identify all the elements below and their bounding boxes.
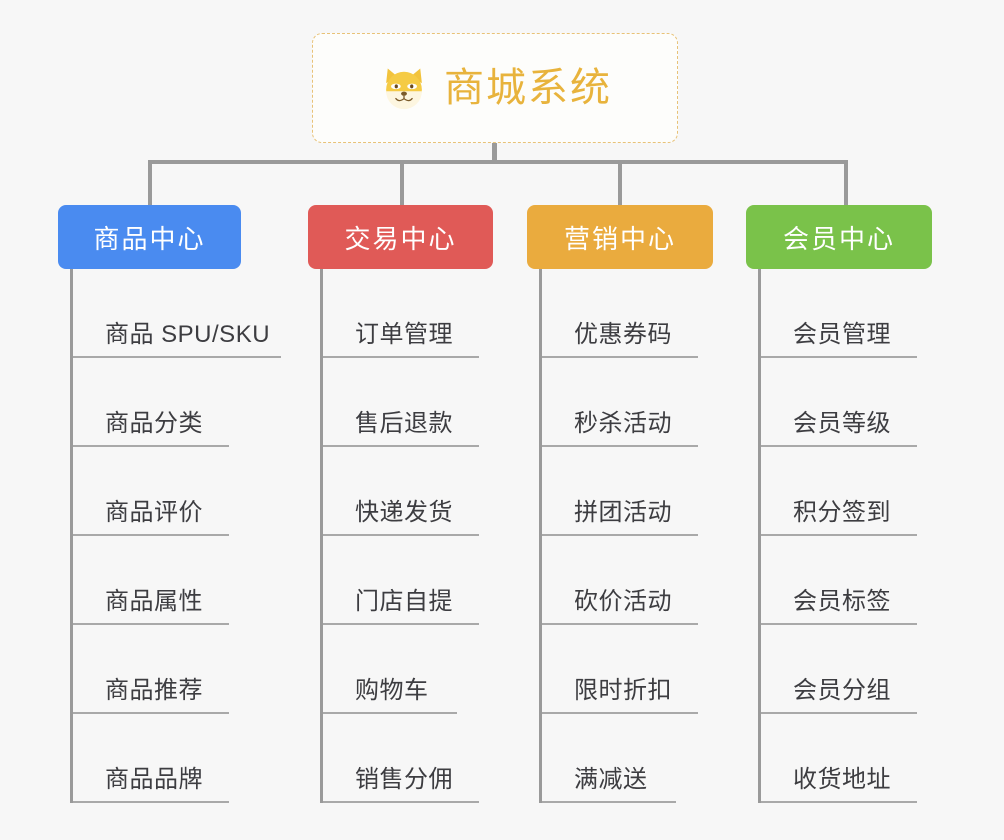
list-item[interactable]: 快递发货 — [323, 447, 528, 536]
leaf-underline — [73, 445, 229, 447]
leaf-list-3: 优惠券码 秒杀活动 拼团活动 砍价活动 限时折扣 满减送 — [539, 269, 747, 803]
leaf-label: 会员分组 — [793, 677, 891, 704]
leaf-label: 商品 SPU/SKU — [105, 321, 271, 348]
leaf-label: 积分签到 — [793, 499, 891, 526]
leaf-underline — [542, 623, 698, 625]
list-item[interactable]: 订单管理 — [323, 269, 528, 358]
connector-drop-3 — [618, 160, 622, 208]
leaf-label: 会员等级 — [793, 410, 891, 437]
leaf-underline — [761, 534, 917, 536]
leaf-label: 商品属性 — [105, 588, 203, 615]
list-item[interactable]: 秒杀活动 — [542, 358, 747, 447]
leaf-underline — [761, 356, 917, 358]
leaf-underline — [73, 623, 229, 625]
leaf-label: 售后退款 — [355, 410, 453, 437]
leaf-label: 商品分类 — [105, 410, 203, 437]
list-item[interactable]: 满减送 — [542, 714, 747, 803]
leaf-underline — [323, 445, 479, 447]
branch-column-3: 营销中心 优惠券码 秒杀活动 拼团活动 砍价活动 限时折扣 — [527, 205, 747, 803]
connector-horizontal-bar — [148, 160, 848, 164]
list-item[interactable]: 商品品牌 — [73, 714, 278, 803]
leaf-label: 商品评价 — [105, 499, 203, 526]
leaf-list-2: 订单管理 售后退款 快递发货 门店自提 购物车 销售分佣 — [320, 269, 528, 803]
leaf-label: 门店自提 — [355, 588, 453, 615]
list-item[interactable]: 售后退款 — [323, 358, 528, 447]
list-item[interactable]: 会员等级 — [761, 358, 966, 447]
list-item[interactable]: 优惠券码 — [542, 269, 747, 358]
leaf-label: 满减送 — [574, 766, 648, 793]
list-item[interactable]: 商品推荐 — [73, 625, 278, 714]
leaf-underline — [323, 356, 479, 358]
list-item[interactable]: 销售分佣 — [323, 714, 528, 803]
leaf-underline — [323, 623, 479, 625]
connector-drop-2 — [400, 160, 404, 208]
leaf-underline — [761, 801, 917, 803]
leaf-underline — [761, 623, 917, 625]
list-item[interactable]: 限时折扣 — [542, 625, 747, 714]
leaf-underline — [73, 356, 281, 358]
connector-drop-4 — [844, 160, 848, 208]
list-item[interactable]: 会员标签 — [761, 536, 966, 625]
branch-column-1: 商品中心 商品 SPU/SKU 商品分类 商品评价 商品属性 商品推荐 — [58, 205, 281, 803]
root-node[interactable]: 商城系统 — [312, 33, 678, 143]
leaf-underline — [73, 712, 229, 714]
list-item[interactable]: 商品评价 — [73, 447, 278, 536]
leaf-underline — [542, 356, 698, 358]
leaf-underline — [73, 534, 229, 536]
leaf-label: 销售分佣 — [355, 766, 453, 793]
leaf-label: 会员标签 — [793, 588, 891, 615]
category-header-1[interactable]: 商品中心 — [58, 205, 241, 269]
leaf-label: 拼团活动 — [574, 499, 672, 526]
leaf-label: 商品推荐 — [105, 677, 203, 704]
leaf-underline — [761, 445, 917, 447]
leaf-underline — [73, 801, 229, 803]
list-item[interactable]: 商品 SPU/SKU — [73, 269, 281, 358]
leaf-label: 快递发货 — [355, 499, 453, 526]
leaf-label: 订单管理 — [355, 321, 453, 348]
category-header-2[interactable]: 交易中心 — [308, 205, 493, 269]
list-item[interactable]: 门店自提 — [323, 536, 528, 625]
leaf-underline — [323, 712, 457, 714]
shiba-dog-face-icon — [378, 62, 430, 114]
list-item[interactable]: 收货地址 — [761, 714, 966, 803]
leaf-label: 砍价活动 — [574, 588, 672, 615]
leaf-label: 秒杀活动 — [574, 410, 672, 437]
list-item[interactable]: 商品分类 — [73, 358, 278, 447]
leaf-label: 收货地址 — [793, 766, 891, 793]
leaf-label: 会员管理 — [793, 321, 891, 348]
leaf-label: 限时折扣 — [574, 677, 672, 704]
category-header-3[interactable]: 营销中心 — [527, 205, 713, 269]
branch-column-4: 会员中心 会员管理 会员等级 积分签到 会员标签 会员分组 — [746, 205, 966, 803]
root-title: 商城系统 — [444, 66, 612, 110]
leaf-underline — [542, 445, 698, 447]
list-item[interactable]: 购物车 — [323, 625, 528, 714]
leaf-underline — [323, 801, 479, 803]
list-item[interactable]: 砍价活动 — [542, 536, 747, 625]
leaf-underline — [323, 534, 479, 536]
leaf-label: 优惠券码 — [574, 321, 672, 348]
connector-drop-1 — [148, 160, 152, 208]
list-item[interactable]: 会员分组 — [761, 625, 966, 714]
leaf-underline — [542, 712, 698, 714]
branch-column-2: 交易中心 订单管理 售后退款 快递发货 门店自提 购物车 — [308, 205, 528, 803]
leaf-underline — [542, 534, 698, 536]
leaf-underline — [761, 712, 917, 714]
list-item[interactable]: 会员管理 — [761, 269, 966, 358]
leaf-list-4: 会员管理 会员等级 积分签到 会员标签 会员分组 收货地址 — [758, 269, 966, 803]
leaf-underline — [542, 801, 676, 803]
leaf-label: 商品品牌 — [105, 766, 203, 793]
list-item[interactable]: 商品属性 — [73, 536, 278, 625]
leaf-label: 购物车 — [355, 677, 429, 704]
leaf-list-1: 商品 SPU/SKU 商品分类 商品评价 商品属性 商品推荐 商品品牌 — [70, 269, 281, 803]
connector-root-stem — [492, 143, 497, 164]
list-item[interactable]: 积分签到 — [761, 447, 966, 536]
list-item[interactable]: 拼团活动 — [542, 447, 747, 536]
category-header-4[interactable]: 会员中心 — [746, 205, 932, 269]
